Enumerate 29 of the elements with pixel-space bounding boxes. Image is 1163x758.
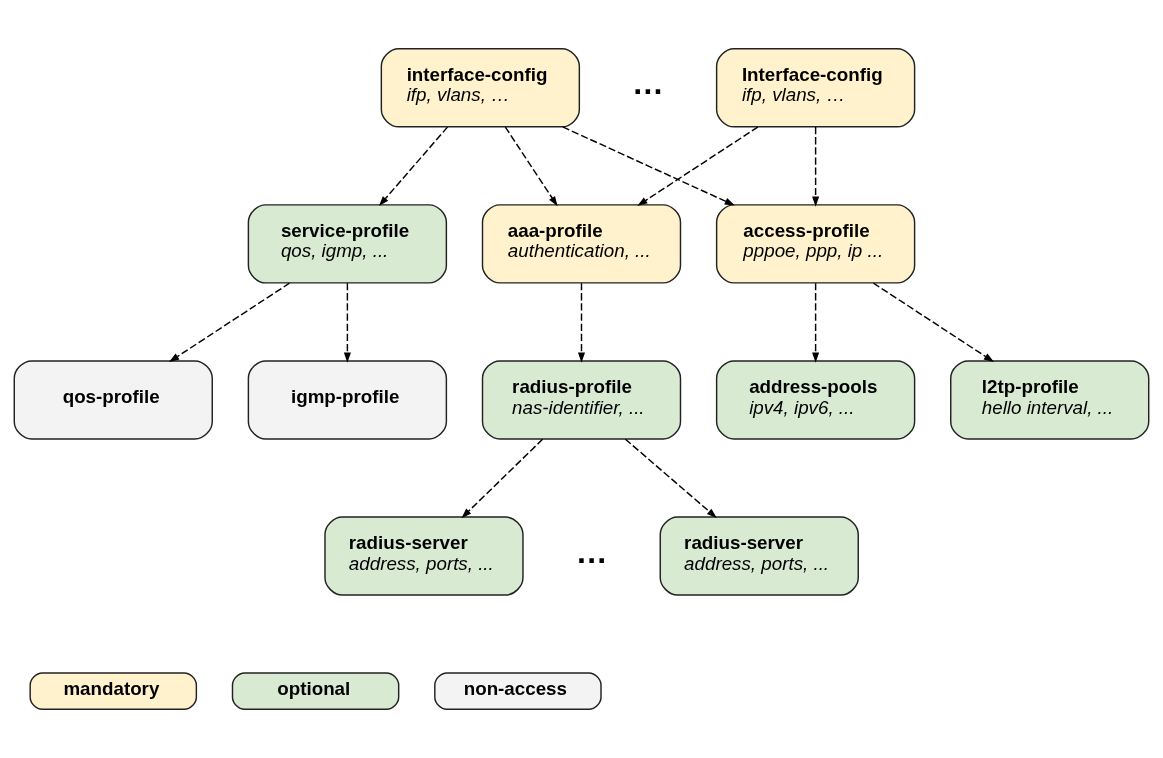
node-box: aaa-profile authentication, ... — [481, 204, 682, 284]
arrow — [504, 126, 558, 207]
node-box: qos-profile — [13, 360, 213, 440]
arrow — [343, 282, 351, 363]
arrow — [461, 438, 544, 519]
node-box: l2tp-profile hello interval, ... — [950, 360, 1150, 440]
arrow — [378, 126, 449, 207]
node-box: service-profile qos, igmp, ... — [247, 204, 448, 284]
node-box: igmp-profile — [247, 360, 448, 440]
arrow — [637, 126, 759, 206]
node-box: Interface-config ifp, vlans, … — [715, 48, 916, 128]
node-box: access-profile pppoe, ppp, ip ... — [715, 204, 916, 284]
node-box: interface-config ifp, vlans, … — [380, 48, 581, 128]
arrow — [577, 282, 586, 363]
node-box: radius-profile nas-identifier, ... — [481, 360, 682, 440]
label: … — [575, 533, 608, 570]
arrow — [169, 282, 291, 363]
node-box: radius-server address, ports, ... — [659, 516, 859, 596]
legend-label: optional — [277, 677, 351, 699]
label: … — [632, 65, 664, 102]
arrow — [812, 126, 820, 207]
node-box: address-pools ipv4, ipv6, ... — [715, 360, 916, 440]
arrow — [812, 282, 820, 363]
arrow — [624, 438, 717, 519]
legend-label: mandatory — [63, 677, 160, 699]
node-box: radius-server address, ports, ... — [324, 516, 524, 596]
arrow — [562, 126, 735, 206]
arrow — [872, 282, 994, 363]
legend-label: non-access — [463, 677, 567, 699]
